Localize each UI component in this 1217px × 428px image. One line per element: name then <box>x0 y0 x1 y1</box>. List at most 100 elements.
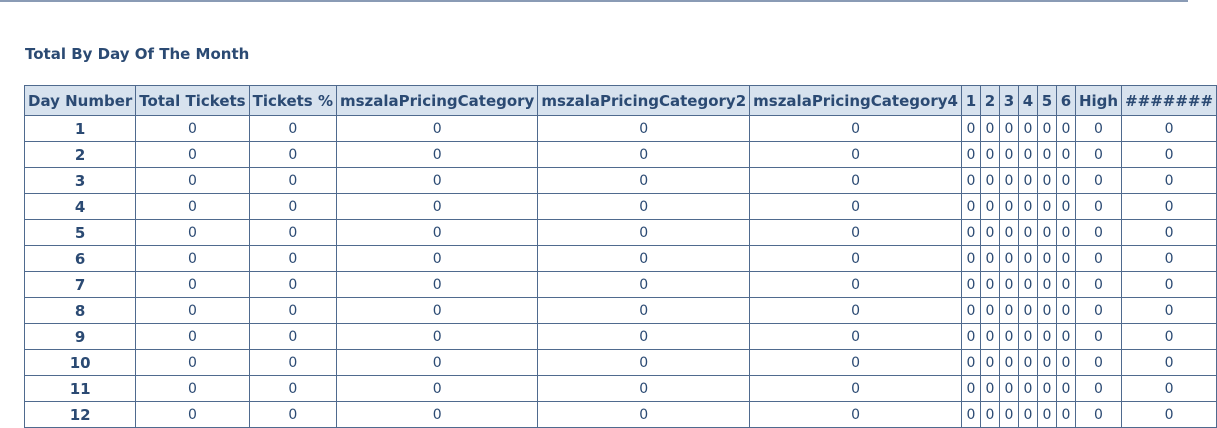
table-cell: 0 <box>537 375 751 402</box>
table-cell: 0 <box>1074 323 1123 350</box>
table-cell: 0 <box>1017 375 1038 402</box>
table-cell: 0 <box>1074 271 1123 298</box>
table-cell: 0 <box>979 141 1000 168</box>
table-cell: 0 <box>1017 349 1038 376</box>
table-cell: 0 <box>1017 323 1038 350</box>
table-cell: 0 <box>1121 375 1217 402</box>
column-header-overflow: ####### <box>1121 85 1217 116</box>
table-cell: 0 <box>248 323 337 350</box>
table-cell: 0 <box>749 193 962 220</box>
table-cell: 0 <box>135 193 250 220</box>
table-cell: 0 <box>1055 193 1076 220</box>
table-cell: 0 <box>248 193 337 220</box>
table-cell: 0 <box>537 219 751 246</box>
table-cell: 0 <box>537 115 751 142</box>
table-cell: 0 <box>749 115 962 142</box>
table-cell: 0 <box>248 349 337 376</box>
table-cell: 0 <box>979 297 1000 324</box>
table-header-row: Day Number Total Tickets Tickets % mszal… <box>23 85 1217 116</box>
report-table-container: Day Number Total Tickets Tickets % mszal… <box>23 85 1217 428</box>
table-cell: 0 <box>960 219 981 246</box>
table-cell: 0 <box>1121 401 1217 428</box>
table-cell: 0 <box>979 401 1000 428</box>
table-cell: 0 <box>1036 167 1057 194</box>
table-cell: 0 <box>1036 271 1057 298</box>
table-cell: 0 <box>1036 297 1057 324</box>
table-cell: 0 <box>749 141 962 168</box>
table-cell: 0 <box>960 375 981 402</box>
table-cell: 0 <box>1121 167 1217 194</box>
table-cell: 0 <box>248 401 337 428</box>
table-cell: 0 <box>979 271 1000 298</box>
table-cell: 0 <box>135 271 250 298</box>
column-header-5: 5 <box>1036 85 1057 116</box>
column-header-6: 6 <box>1055 85 1076 116</box>
table-cell: 0 <box>335 141 539 168</box>
table-cell: 0 <box>1055 115 1076 142</box>
table-cell: 0 <box>998 115 1019 142</box>
table-cell: 0 <box>960 115 981 142</box>
table-cell: 0 <box>135 297 250 324</box>
table-cell: 0 <box>1036 401 1057 428</box>
day-number-cell: 1 <box>23 115 137 142</box>
table-cell: 0 <box>1074 167 1123 194</box>
day-number-cell: 12 <box>23 401 137 428</box>
table-cell: 0 <box>537 349 751 376</box>
table-cell: 0 <box>248 297 337 324</box>
table-cell: 0 <box>537 297 751 324</box>
table-cell: 0 <box>749 401 962 428</box>
table-cell: 0 <box>1055 245 1076 272</box>
table-cell: 0 <box>749 349 962 376</box>
table-cell: 0 <box>1055 141 1076 168</box>
table-cell: 0 <box>998 401 1019 428</box>
table-cell: 0 <box>1017 115 1038 142</box>
table-cell: 0 <box>960 167 981 194</box>
day-number-cell: 6 <box>23 245 137 272</box>
table-cell: 0 <box>998 297 1019 324</box>
column-header-pricing-category4: mszalaPricingCategory4 <box>749 85 962 116</box>
table-cell: 0 <box>979 349 1000 376</box>
table-cell: 0 <box>1017 271 1038 298</box>
table-cell: 0 <box>1036 115 1057 142</box>
table-cell: 0 <box>749 323 962 350</box>
table-cell: 0 <box>998 349 1019 376</box>
table-cell: 0 <box>135 401 250 428</box>
table-cell: 0 <box>1055 401 1076 428</box>
table-cell: 0 <box>1121 193 1217 220</box>
table-cell: 0 <box>998 167 1019 194</box>
table-cell: 0 <box>979 167 1000 194</box>
table-cell: 0 <box>1121 219 1217 246</box>
table-cell: 0 <box>1036 375 1057 402</box>
table-cell: 0 <box>248 375 337 402</box>
table-cell: 0 <box>1017 401 1038 428</box>
table-cell: 0 <box>998 193 1019 220</box>
table-cell: 0 <box>1017 141 1038 168</box>
table-cell: 0 <box>1055 271 1076 298</box>
table-cell: 0 <box>248 219 337 246</box>
table-cell: 0 <box>248 271 337 298</box>
table-cell: 0 <box>749 271 962 298</box>
table-cell: 0 <box>335 167 539 194</box>
table-cell: 0 <box>1036 349 1057 376</box>
day-number-cell: 4 <box>23 193 137 220</box>
table-cell: 0 <box>1036 245 1057 272</box>
table-cell: 0 <box>335 115 539 142</box>
table-cell: 0 <box>1121 349 1217 376</box>
table-cell: 0 <box>1017 193 1038 220</box>
table-cell: 0 <box>1121 115 1217 142</box>
table-cell: 0 <box>335 297 539 324</box>
column-header-1: 1 <box>960 85 981 116</box>
table-cell: 0 <box>1074 219 1123 246</box>
table-cell: 0 <box>998 323 1019 350</box>
table-cell: 0 <box>537 271 751 298</box>
table-cell: 0 <box>135 323 250 350</box>
table-cell: 0 <box>1017 167 1038 194</box>
table-cell: 0 <box>248 141 337 168</box>
column-header-day-number: Day Number <box>23 85 137 116</box>
